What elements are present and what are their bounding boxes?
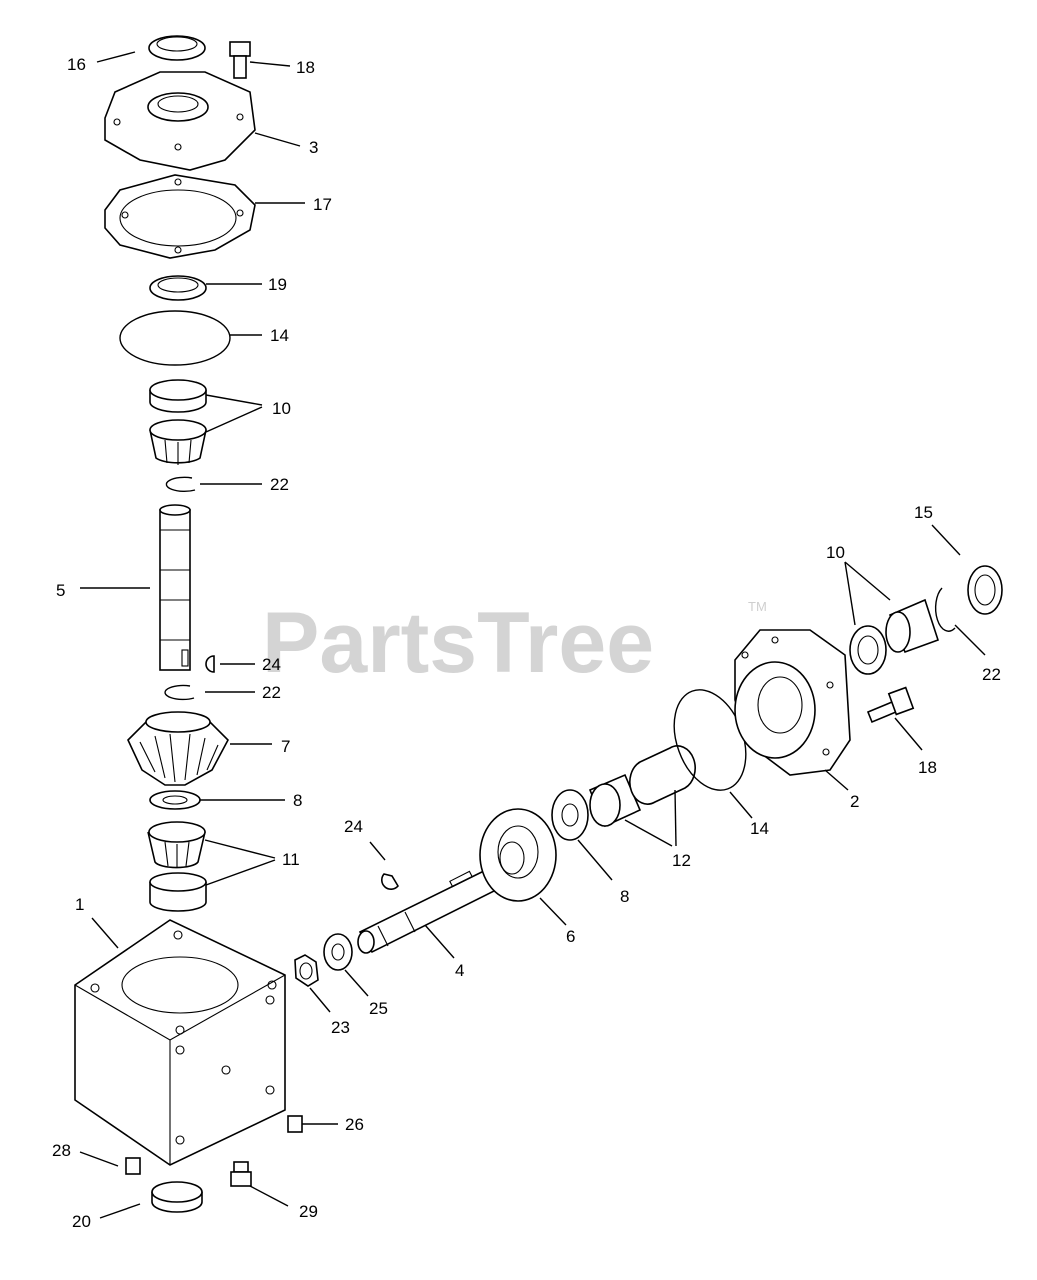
callout-label: 15 xyxy=(914,503,933,522)
callout-label: 14 xyxy=(750,819,769,838)
callout-label: 22 xyxy=(270,475,289,494)
part-seal-16 xyxy=(148,35,206,61)
part-washer-25 xyxy=(323,933,353,971)
watermark-trademark: TM xyxy=(748,599,767,614)
callout-label: 12 xyxy=(672,851,691,870)
part-oring-14-top xyxy=(119,310,231,366)
part-fitting-29 xyxy=(230,1161,252,1187)
callout-label: 4 xyxy=(455,961,464,980)
callout-label: 5 xyxy=(56,581,65,600)
callout-label: 24 xyxy=(262,655,281,674)
callout-label: 22 xyxy=(982,665,1001,684)
callout-label: 14 xyxy=(270,326,289,345)
callout-label: 26 xyxy=(345,1115,364,1134)
callout-label: 19 xyxy=(268,275,287,294)
callout-label: 16 xyxy=(67,55,86,74)
part-gasket-17 xyxy=(104,174,256,259)
part-plug-26 xyxy=(287,1115,303,1133)
callout-label: 6 xyxy=(566,927,575,946)
part-bearing-10-top xyxy=(149,379,207,465)
callout-label: 2 xyxy=(850,792,859,811)
callout-label: 3 xyxy=(309,138,318,157)
part-bolt-18-side xyxy=(866,686,915,724)
callout-label: 29 xyxy=(299,1202,318,1221)
part-shaft-5 xyxy=(159,504,191,671)
part-cap-20 xyxy=(151,1181,203,1213)
callout-label: 20 xyxy=(72,1212,91,1231)
callout-label: 22 xyxy=(262,683,281,702)
part-bearing-10-side xyxy=(849,598,939,675)
part-key-24-a xyxy=(205,655,215,673)
part-seal-19 xyxy=(149,275,207,301)
callout-label: 8 xyxy=(620,887,629,906)
callout-label: 8 xyxy=(293,791,302,810)
leader-lines xyxy=(79,51,986,1219)
part-nut-23 xyxy=(294,954,319,987)
part-washer-8-a xyxy=(149,790,201,810)
part-bolt-18-top xyxy=(229,41,251,79)
part-snapring-22-a xyxy=(165,476,196,493)
callout-label: 11 xyxy=(282,850,300,869)
part-housing-2 xyxy=(734,629,851,776)
callout-label: 25 xyxy=(369,999,388,1018)
part-bearing-12 xyxy=(588,745,696,828)
part-washer-8-b xyxy=(551,789,589,841)
part-gear-6 xyxy=(479,808,557,902)
callout-label: 24 xyxy=(344,817,363,836)
callout-label: 23 xyxy=(331,1018,350,1037)
part-gear-7 xyxy=(127,711,229,786)
callout-label: 18 xyxy=(918,758,937,777)
callout-label: 7 xyxy=(281,737,290,756)
callout-numbers: 16 18 3 17 19 14 10 22 5 24 22 7 8 11 1 … xyxy=(52,55,1001,1231)
callout-label: 18 xyxy=(296,58,315,77)
callout-label: 28 xyxy=(52,1141,71,1160)
part-seal-15 xyxy=(967,565,1003,615)
part-housing-1 xyxy=(74,919,286,1166)
part-bearing-11 xyxy=(147,821,207,912)
part-key-24-b xyxy=(381,873,399,890)
watermark-text: PartsTree xyxy=(262,595,654,691)
part-snapring-22-c xyxy=(934,587,956,632)
part-shaft-4 xyxy=(357,866,502,954)
callout-label: 10 xyxy=(272,399,291,418)
part-snapring-22-b xyxy=(164,684,195,701)
callout-label: 17 xyxy=(313,195,332,214)
part-plug-28 xyxy=(125,1157,141,1175)
callout-label: 1 xyxy=(75,895,84,914)
part-cover-3 xyxy=(104,71,256,171)
callout-label: 10 xyxy=(826,543,845,562)
